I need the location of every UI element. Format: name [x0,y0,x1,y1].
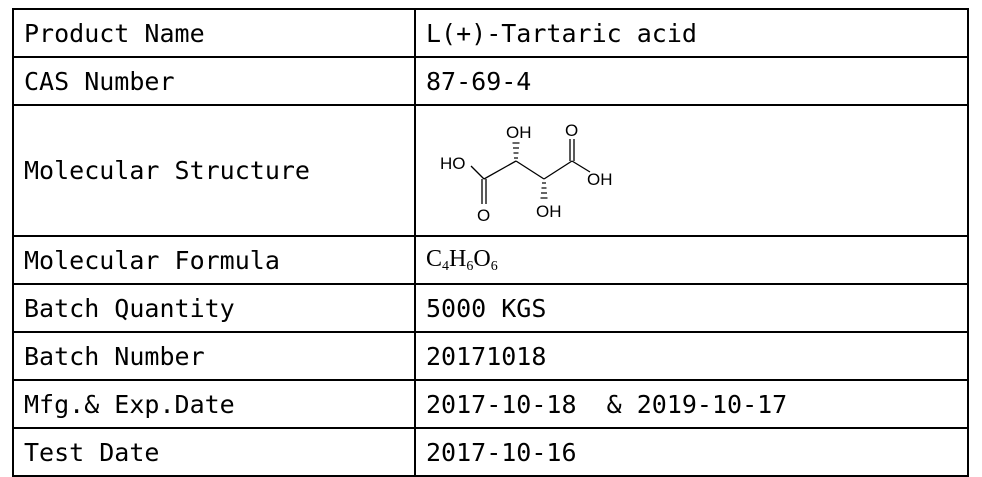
batch-quantity-value: 5000 KGS [414,283,969,333]
hydroxyl-right-label: OH [587,170,613,189]
cas-number-label: CAS Number [12,56,416,106]
formula-element-oxygen: O [473,245,491,272]
hydroxyl-left-label: HO [440,154,466,173]
batch-number-label: Batch Number [12,331,416,381]
mfg-exp-date-label: Mfg.& Exp.Date [12,379,416,429]
batch-quantity-label: Batch Quantity [12,283,416,333]
table-row: Molecular Structure [12,104,969,237]
formula-count-hydrogen: 6 [466,258,474,274]
formula-count-carbon: 4 [442,258,450,274]
table-row: Test Date 2017-10-16 [12,427,969,477]
formula-element-carbon: C [426,245,443,272]
table-row: CAS Number 87-69-4 [12,56,969,106]
formula-element-hydrogen: H [449,245,467,272]
oxygen-top-label: O [565,121,578,140]
oxygen-bottom-label: O [477,206,490,225]
molecular-structure-value: OH HO OH OH O O [414,104,969,237]
molecular-structure-label: Molecular Structure [12,104,416,237]
hydroxyl-top-label: OH [506,123,532,142]
table-row: Molecular Formula C4H6O6 [12,235,969,285]
batch-number-value: 20171018 [414,331,969,381]
molecular-formula-label: Molecular Formula [12,235,416,285]
table-row: Mfg.& Exp.Date 2017-10-18 & 2019-10-17 [12,379,969,429]
cas-number-value: 87-69-4 [414,56,969,106]
test-date-value: 2017-10-16 [414,427,969,477]
table-row: Batch Quantity 5000 KGS [12,283,969,333]
mfg-exp-date-value: 2017-10-18 & 2019-10-17 [414,379,969,429]
table-row: Product Name L(+)-Tartaric acid [12,8,969,58]
molecular-formula-value: C4H6O6 [414,235,969,285]
formula-count-oxygen: 6 [490,258,498,274]
hydroxyl-bottom-label: OH [536,202,562,221]
table-row: Batch Number 20171018 [12,331,969,381]
molecular-structure-diagram: OH HO OH OH O O [440,121,613,225]
product-spec-table: Product Name L(+)-Tartaric acid CAS Numb… [12,8,969,477]
product-name-label: Product Name [12,8,416,58]
spec-document: Product Name L(+)-Tartaric acid CAS Numb… [12,8,969,477]
test-date-label: Test Date [12,427,416,477]
product-name-value: L(+)-Tartaric acid [414,8,969,58]
